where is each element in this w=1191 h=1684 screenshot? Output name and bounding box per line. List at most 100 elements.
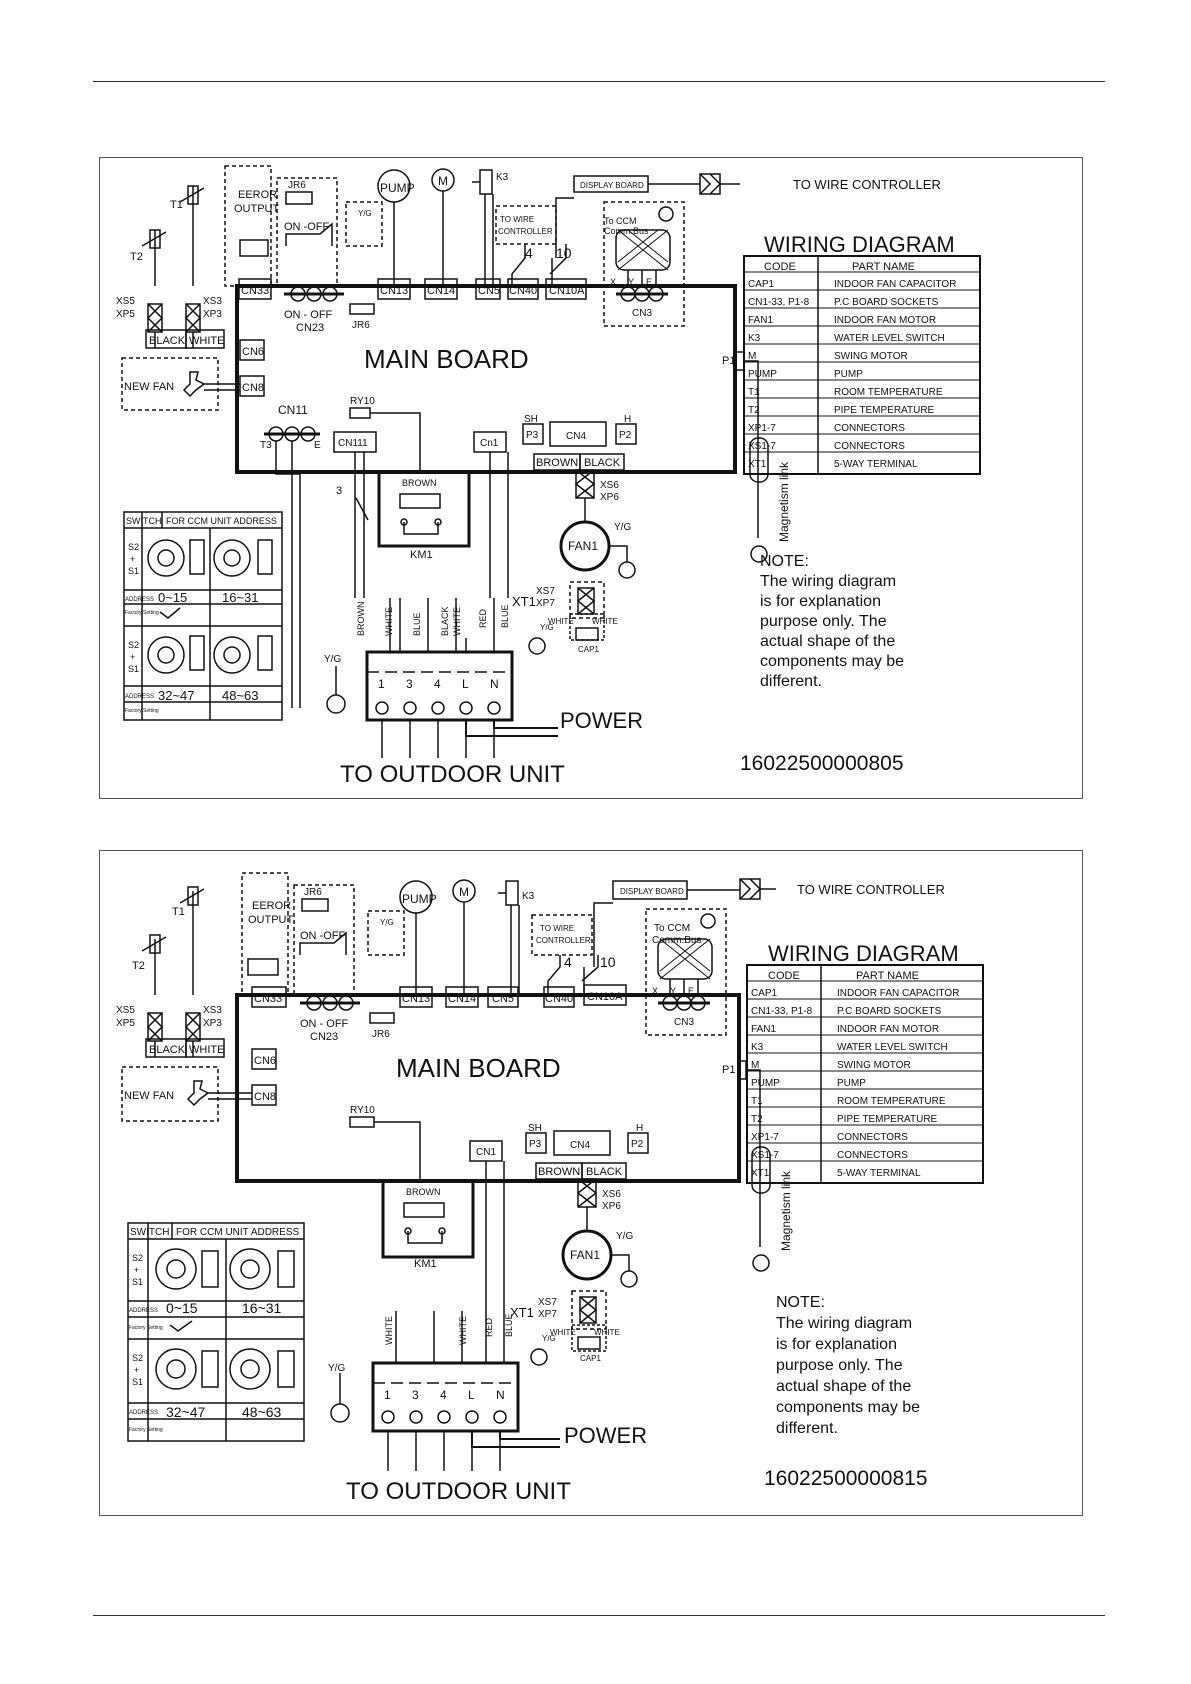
k3-switch-icon xyxy=(472,169,493,195)
factory-setting-check-icon xyxy=(159,607,181,619)
cn6-box xyxy=(239,339,265,361)
cn8-label: CN8 xyxy=(242,382,264,394)
part-code: FAN1 xyxy=(751,1024,776,1035)
main-board-label: MAIN BOARD xyxy=(364,344,529,374)
xp6-label: XP6 xyxy=(600,492,619,503)
eeror-output-box xyxy=(241,872,289,996)
cn13-box xyxy=(399,986,433,1008)
cn3-terminal-icon xyxy=(616,286,668,302)
parts-head-name: PART NAME xyxy=(856,970,919,982)
cn4-label: CN4 xyxy=(570,1140,590,1151)
ccm-comm-bus-box xyxy=(645,908,727,1036)
new-fan-icon xyxy=(186,1080,210,1107)
parts-table xyxy=(746,964,984,1184)
ccm-ground-icon xyxy=(700,913,716,929)
magnetism-link-label: Magnetism link xyxy=(779,1170,793,1251)
factory-setting-label-b: Factory Setting xyxy=(125,708,159,714)
cn23-label: CN23 xyxy=(296,322,324,334)
p1-label: P1 xyxy=(722,1064,735,1076)
t2-sensor-icon xyxy=(149,229,161,249)
factory-setting-label-b: Factory Setting xyxy=(129,1427,163,1433)
cn3-terminal-icon xyxy=(658,995,710,1011)
main-board-outline xyxy=(235,284,737,474)
to-wire-controller-label: TO WIRE CONTROLLER xyxy=(793,177,941,192)
part-name: P.C BOARD SOCKETS xyxy=(837,1006,942,1017)
p3-box xyxy=(525,1132,547,1154)
xt1-label: XT1 xyxy=(510,1305,534,1320)
e-bus-label: E xyxy=(646,277,652,287)
p1-label: P1 xyxy=(722,355,735,367)
t1-sensor-icon xyxy=(187,185,199,205)
on-off-box xyxy=(293,884,355,996)
part-name: CONNECTORS xyxy=(834,441,905,452)
parts-head-code: CODE xyxy=(764,261,796,273)
xs5-connector-icon xyxy=(147,303,163,333)
note-line-6: components may be xyxy=(760,653,904,670)
e-bus-label: E xyxy=(688,986,694,996)
cn8-box xyxy=(251,1084,277,1106)
cn40-box xyxy=(507,278,539,300)
part-name: INDOOR FAN CAPACITOR xyxy=(837,988,959,999)
t3-label: T3 xyxy=(260,440,272,451)
eeror-output-box xyxy=(224,165,272,287)
m-label: M xyxy=(459,885,469,899)
part-name: 5-WAY TERMINAL xyxy=(834,459,918,470)
xs7-box xyxy=(571,1290,607,1330)
cn4-label: CN4 xyxy=(566,431,586,442)
part-name: CONNECTORS xyxy=(837,1132,908,1143)
part-name: INDOOR FAN MOTOR xyxy=(837,1024,939,1035)
cn5-box xyxy=(487,986,519,1008)
top-rule xyxy=(93,81,1105,82)
km1-label: KM1 xyxy=(414,1258,437,1270)
s2-label: S2 xyxy=(132,1253,143,1263)
brown-wire-label: BROWN xyxy=(538,1166,580,1178)
part-name: ROOM TEMPERATURE xyxy=(834,387,943,398)
to-wire-controller-box xyxy=(531,914,593,956)
pump-ground-box xyxy=(367,910,405,956)
part-code: PUMP xyxy=(751,1078,780,1089)
p3-box xyxy=(522,423,544,445)
cn33-box xyxy=(251,986,287,1008)
white-wire-left-label: WHITE xyxy=(548,617,574,626)
p3-label: P3 xyxy=(529,1139,542,1150)
yg-label: Y/G xyxy=(380,918,394,927)
part-name: P.C BOARD SOCKETS xyxy=(834,297,939,308)
cn4-box xyxy=(549,421,607,447)
switch-header-ccm: FOR CCM UNIT ADDRESS xyxy=(176,1227,299,1238)
to-wire-controller-box xyxy=(495,205,557,245)
xt1-label: XT1 xyxy=(512,594,536,609)
black-label: BLACK xyxy=(149,335,186,347)
xs7-label: XS7 xyxy=(536,586,555,597)
fan1-label: FAN1 xyxy=(570,1248,600,1262)
part-code: XS1-7 xyxy=(751,1150,779,1161)
cap1-label: CAP1 xyxy=(578,645,599,654)
eeror-output-relay-icon xyxy=(239,239,269,257)
ccm-comm-bus-box xyxy=(603,201,685,327)
wire-red-label: RED xyxy=(478,608,488,628)
new-fan-icon xyxy=(182,371,206,398)
xs7-box xyxy=(569,581,605,619)
terminal-4-label: 4 xyxy=(440,1388,447,1402)
dip-switch-icons xyxy=(201,1250,295,1388)
wire-4-label: 4 xyxy=(525,245,533,261)
eeror-label: EEROR xyxy=(238,189,277,201)
diagram-title: WIRING DIAGRAM xyxy=(764,232,955,257)
ry10-relay-icon xyxy=(349,407,371,419)
p2-box xyxy=(627,1132,649,1154)
jr6-board-jumper-icon xyxy=(349,303,375,315)
xs3-connector-icon xyxy=(185,1012,201,1042)
wire-brown-label: BROWN xyxy=(356,602,366,637)
cap1-ground-icon xyxy=(530,1348,548,1366)
magnetism-link-icon xyxy=(749,437,769,483)
magnetism-link-label: Magnetism link xyxy=(777,461,791,542)
part-name: ROOM TEMPERATURE xyxy=(837,1096,946,1107)
xt1-yg-label: Y/G xyxy=(328,1363,345,1374)
km1-label: KM1 xyxy=(410,549,433,561)
s2-label-b: S2 xyxy=(128,640,139,650)
switch-table xyxy=(127,1222,305,1442)
fan1-yg-label: Y/G xyxy=(616,1231,633,1242)
cn11-label: CN11 xyxy=(278,403,308,417)
xp5-label: XP5 xyxy=(116,1018,135,1029)
wiring-diagram-2: WIRING DIAGRAM CODE PART NAME CAP1 CN1-3… xyxy=(116,872,984,1505)
wire-blue-label: BLUE xyxy=(504,1313,514,1337)
